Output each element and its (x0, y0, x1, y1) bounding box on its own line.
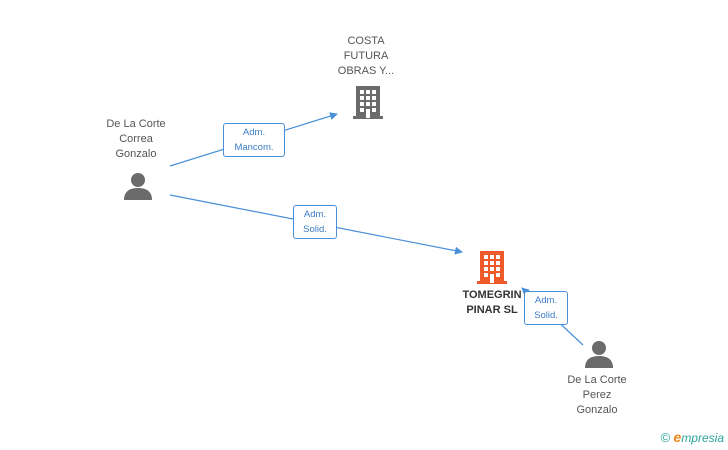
edge-label-line: Adm. (534, 295, 558, 306)
node-label-line: Correa (119, 133, 153, 145)
node-label-line: PINAR SL (466, 304, 518, 316)
node-label-tomegrin[interactable]: TOMEGRIN PINAR SL (444, 288, 540, 318)
edge-label-correa-tomegrin[interactable]: Adm. Solid. (293, 205, 337, 239)
edge-label-line: Adm. (242, 127, 266, 138)
node-label-line: FUTURA (343, 50, 389, 62)
empresia-logo: © empresia (661, 429, 724, 445)
node-label-line: De La Corte (567, 374, 627, 386)
node-label-line: OBRAS Y... (337, 65, 395, 77)
edge-label-line: Mancom. (234, 142, 274, 153)
edge-label-perez-tomegrin[interactable]: Adm. Solid. (524, 291, 568, 325)
node-label-line: Gonzalo (576, 404, 618, 416)
brand-initial: e (673, 429, 682, 445)
person-icon[interactable] (584, 339, 614, 369)
node-label-line: TOMEGRIN (462, 289, 522, 301)
node-label-costa[interactable]: COSTA FUTURA OBRAS Y... (318, 34, 414, 79)
node-label-line: De La Corte (106, 118, 166, 130)
edge-label-correa-costa[interactable]: Adm. Mancom. (223, 123, 285, 157)
edge-label-line: Solid. (303, 224, 327, 235)
building-icon[interactable] (352, 84, 384, 120)
brand-name: mpresia (681, 431, 724, 445)
edge-label-line: Adm. (303, 209, 327, 220)
node-label-line: COSTA (347, 35, 385, 47)
node-label-line: Perez (582, 389, 612, 401)
copyright-symbol: © (660, 430, 671, 445)
building-icon[interactable] (476, 249, 508, 285)
node-label-line: Gonzalo (115, 148, 157, 160)
node-label-perez[interactable]: De La Corte Perez Gonzalo (547, 373, 647, 418)
edge-label-line: Solid. (534, 310, 558, 321)
person-icon[interactable] (123, 171, 153, 201)
node-label-correa[interactable]: De La Corte Correa Gonzalo (86, 117, 186, 162)
